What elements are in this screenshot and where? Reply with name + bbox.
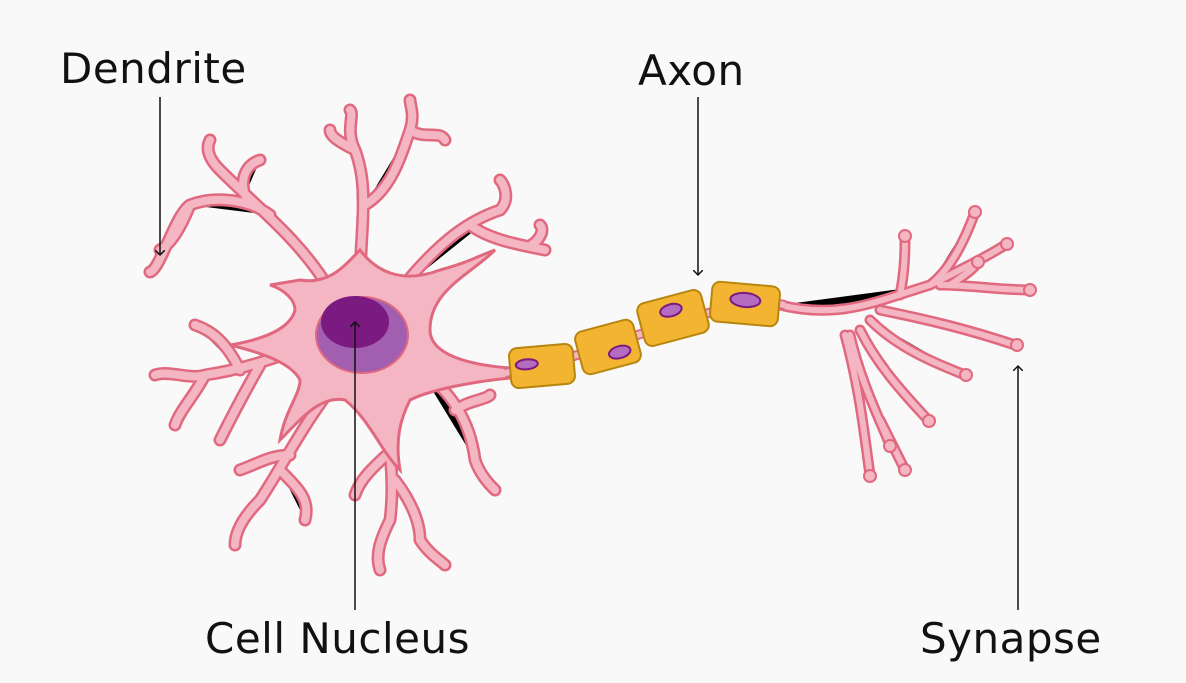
synapse-label: Synapse bbox=[920, 614, 1102, 663]
dendrite-label: Dendrite bbox=[60, 44, 247, 93]
synapse-terminals bbox=[863, 205, 1037, 483]
axon-label: Axon bbox=[638, 46, 745, 95]
myelin-sheaths bbox=[508, 280, 781, 390]
cell-nucleus-label: Cell Nucleus bbox=[205, 614, 470, 663]
